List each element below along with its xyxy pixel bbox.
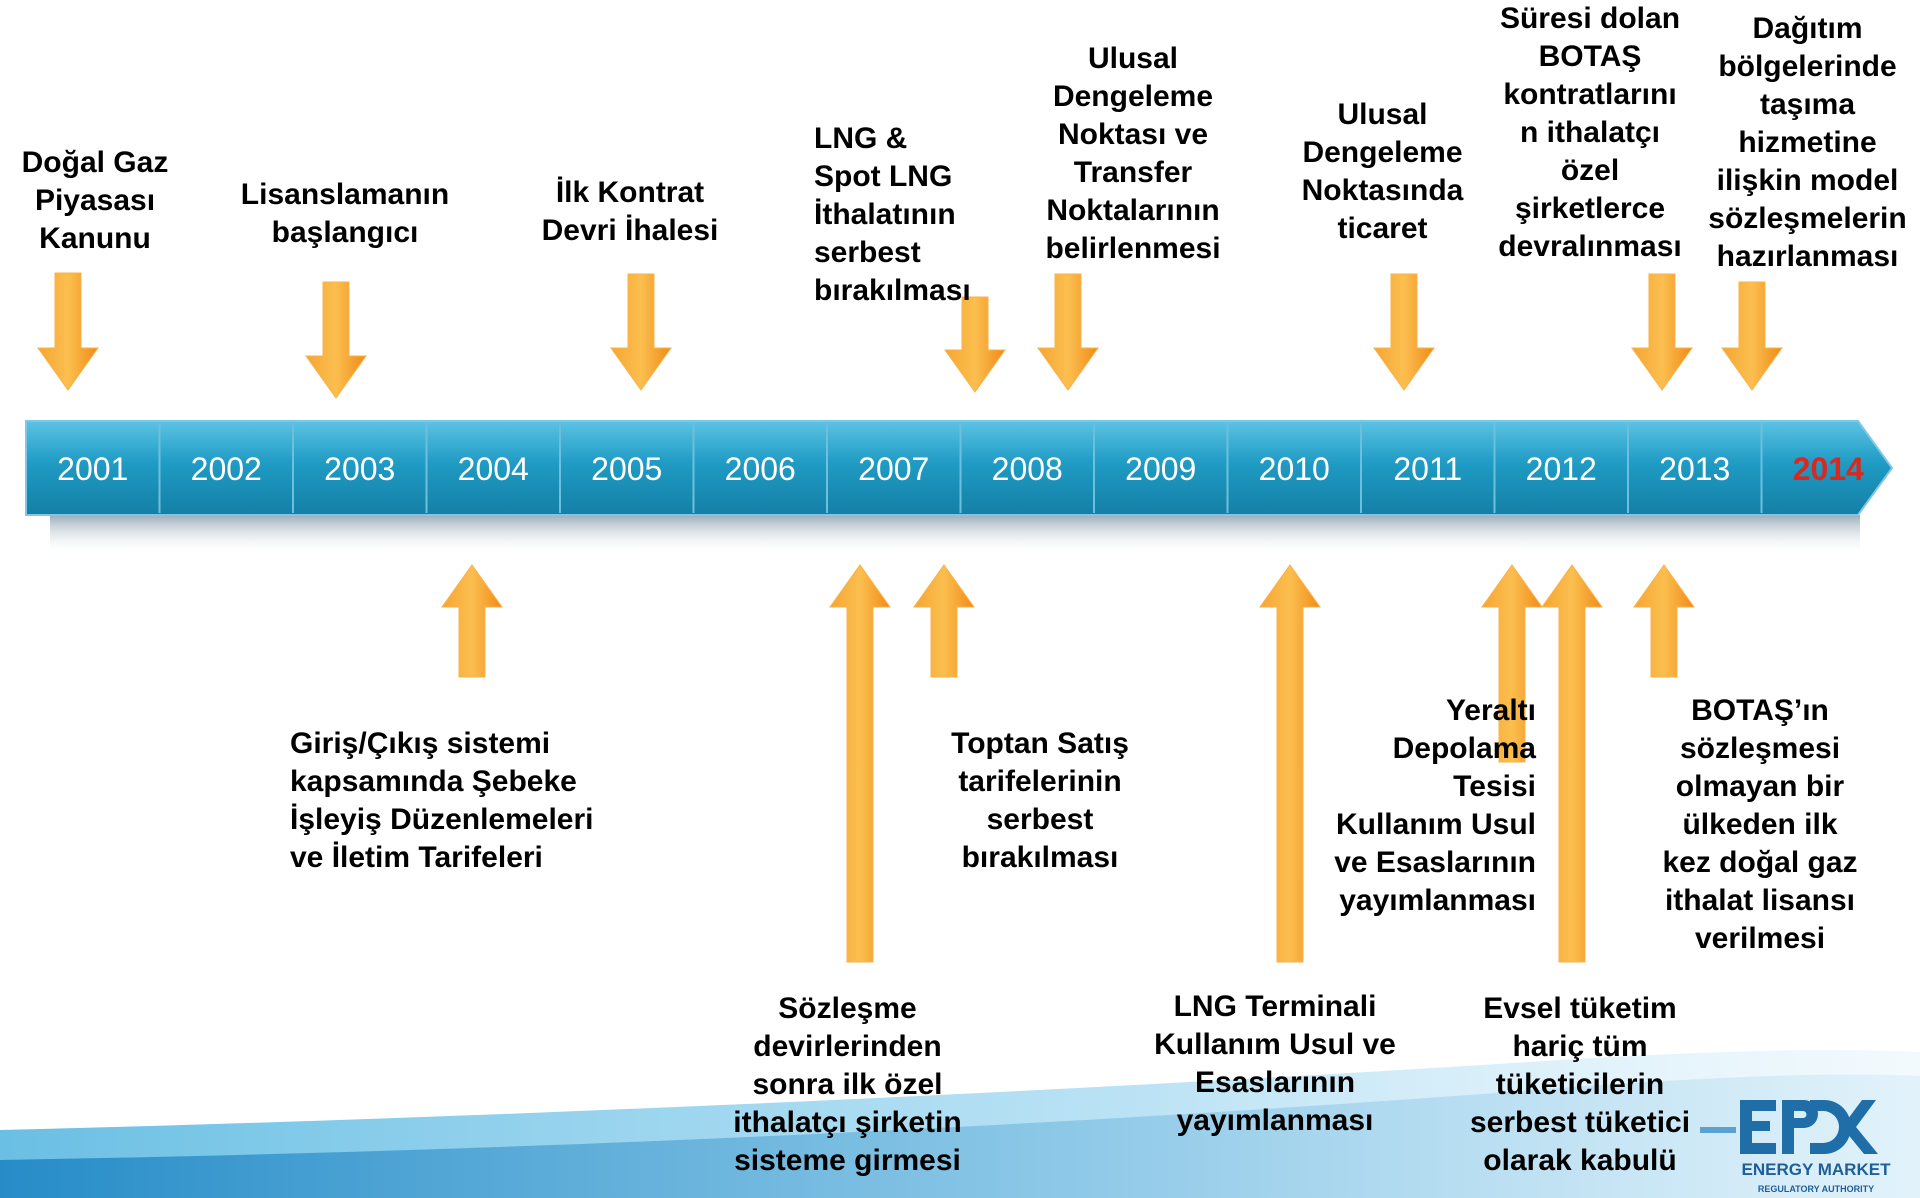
year-label-2012: 2012 xyxy=(1526,451,1597,487)
timeline-bar xyxy=(25,420,1894,516)
year-label-2004: 2004 xyxy=(458,451,529,487)
event-above-2001-label: Doğal Gaz Piyasası Kanunu xyxy=(21,146,169,255)
year-label-2008: 2008 xyxy=(992,451,1063,487)
arrow-down-2003 xyxy=(305,281,367,399)
event-below-2007-label: Toptan Satış tarifelerinin serbest bırak… xyxy=(951,727,1129,874)
event-below-2012-consumers-label: Evsel tüketim hariç tüm tüketicilerin se… xyxy=(1469,992,1691,1177)
arrow-up-2007 xyxy=(913,564,975,678)
arrow-up-2012-consumers xyxy=(1541,564,1603,963)
arrow-down-2005 xyxy=(610,273,672,391)
arrow-up-2013 xyxy=(1633,564,1695,678)
event-above-2005-label: İlk Kontrat Devri İhalesi xyxy=(541,176,719,247)
epdk-logo-mark xyxy=(1700,1100,1878,1154)
event-arrows xyxy=(37,272,1783,963)
arrow-up-2012-storage xyxy=(1481,564,1543,763)
year-label-2001: 2001 xyxy=(57,451,128,487)
event-above-2007-label: LNG & Spot LNG İthalatının serbest bırak… xyxy=(814,122,971,307)
event-below-2012-storage-label: Yeraltı Depolama Tesisi Kullanım Usul ve… xyxy=(1334,694,1536,917)
year-labels: 2001 2002 2003 2004 2005 2006 2007 2008 2009 2010… xyxy=(57,451,1864,487)
year-label-2003: 2003 xyxy=(324,451,395,487)
year-label-2010: 2010 xyxy=(1259,451,1330,487)
year-label-2009: 2009 xyxy=(1125,451,1196,487)
event-above-2011-label: Ulusal Dengeleme Noktasında ticaret xyxy=(1301,98,1464,245)
year-label-2006: 2006 xyxy=(725,451,796,487)
arrow-down-2007 xyxy=(944,296,1006,393)
year-label-2007: 2007 xyxy=(858,451,929,487)
arrow-down-2013 xyxy=(1631,273,1693,391)
arrow-down-2011 xyxy=(1373,273,1435,391)
event-above-2014-label: Dağıtım bölgelerinde taşıma hizmetine il… xyxy=(1708,12,1907,273)
arrow-up-2010 xyxy=(1259,564,1321,963)
epdk-logo: ENERGY MARKET REGULATORY AUTHORITY xyxy=(1700,1100,1891,1194)
event-below-2010-label: LNG Terminali Kullanım Usul ve Esasların… xyxy=(1154,990,1396,1137)
year-label-2014: 2014 xyxy=(1793,451,1864,487)
arrow-down-2014 xyxy=(1721,281,1783,391)
event-above-2013-label: Süresi dolan BOTAŞ kontratlarını n ithal… xyxy=(1498,2,1682,263)
year-dividers xyxy=(158,423,1763,513)
arrow-up-2004 xyxy=(441,564,503,678)
event-above-2008-label: Ulusal Dengeleme Noktası ve Transfer Nok… xyxy=(1045,42,1221,265)
year-label-2002: 2002 xyxy=(191,451,262,487)
year-label-2005: 2005 xyxy=(591,451,662,487)
event-below-2006-label: Sözleşme devirlerinden sonra ilk özel it… xyxy=(733,992,962,1177)
event-above-2003-label: Lisanslamanın başlangıcı xyxy=(240,178,450,249)
arrow-up-2006 xyxy=(829,564,891,963)
arrow-down-2001 xyxy=(37,272,99,391)
timeline-bar-shadow xyxy=(50,515,1860,555)
bottom-swoosh-dark xyxy=(0,1074,1920,1198)
logo-subtitle: REGULATORY AUTHORITY xyxy=(1758,1184,1874,1194)
event-below-2004-label: Giriş/Çıkış sistemi kapsamında Şebeke İş… xyxy=(290,727,594,874)
year-label-2013: 2013 xyxy=(1659,451,1730,487)
logo-title: ENERGY MARKET xyxy=(1742,1160,1892,1179)
year-label-2011: 2011 xyxy=(1393,451,1462,487)
arrow-down-2008 xyxy=(1037,273,1099,391)
event-below-2013-label: BOTAŞ’ın sözleşmesi olmayan bir ülkeden … xyxy=(1662,694,1858,955)
